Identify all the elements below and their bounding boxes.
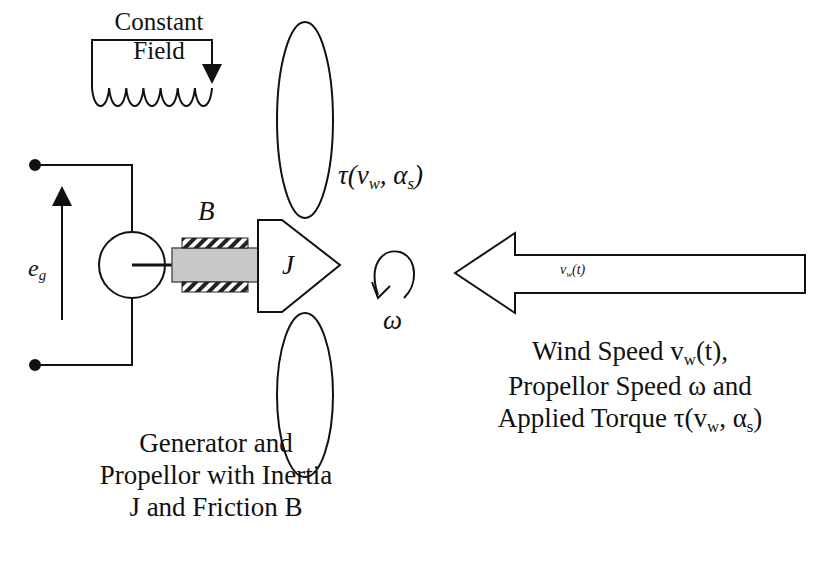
inertia-symbol: J — [282, 250, 294, 281]
rotation-arrow — [372, 251, 414, 298]
voltage-symbol: eg — [28, 255, 46, 285]
propeller — [258, 22, 340, 477]
subscript: g — [39, 267, 46, 283]
subscript: s — [408, 174, 415, 193]
subscript: w — [369, 174, 380, 193]
symbol: e — [28, 255, 39, 281]
wind-arrow — [455, 233, 805, 313]
shaft-with-bearings — [172, 238, 262, 292]
caption-line: Applied Torque τ(vw, αs) — [440, 402, 820, 437]
symbol: v — [560, 262, 566, 277]
field-label: Constant Field — [112, 8, 206, 66]
subscript: w — [707, 418, 719, 437]
variables-caption: Wind Speed vw(t), Propellor Speed ω and … — [440, 335, 820, 438]
caption-text: (t), — [696, 336, 728, 366]
generator-circuit — [30, 160, 175, 370]
symbol: (t) — [572, 262, 585, 277]
caption-text: , α — [719, 403, 747, 433]
speed-symbol: ω — [383, 305, 402, 336]
caption-text: Applied Torque τ(v — [498, 403, 707, 433]
symbol: , α — [380, 160, 408, 190]
wind-arrow-label: vw(t) — [560, 262, 585, 279]
component-caption: Generator and Propellor with Inertia J a… — [98, 428, 334, 524]
friction-symbol: B — [198, 196, 215, 227]
subscript: s — [747, 418, 754, 437]
symbol: ) — [414, 160, 423, 190]
caption-text: ) — [753, 403, 762, 433]
subscript: w — [684, 350, 696, 369]
caption-line: Propellor Speed ω and — [440, 370, 820, 402]
caption-line: Wind Speed vw(t), — [440, 335, 820, 370]
torque-label: τ(vw, αs) — [338, 160, 423, 193]
subscript: w — [566, 269, 572, 279]
symbol: τ(v — [338, 160, 369, 190]
caption-text: Wind Speed v — [532, 336, 684, 366]
